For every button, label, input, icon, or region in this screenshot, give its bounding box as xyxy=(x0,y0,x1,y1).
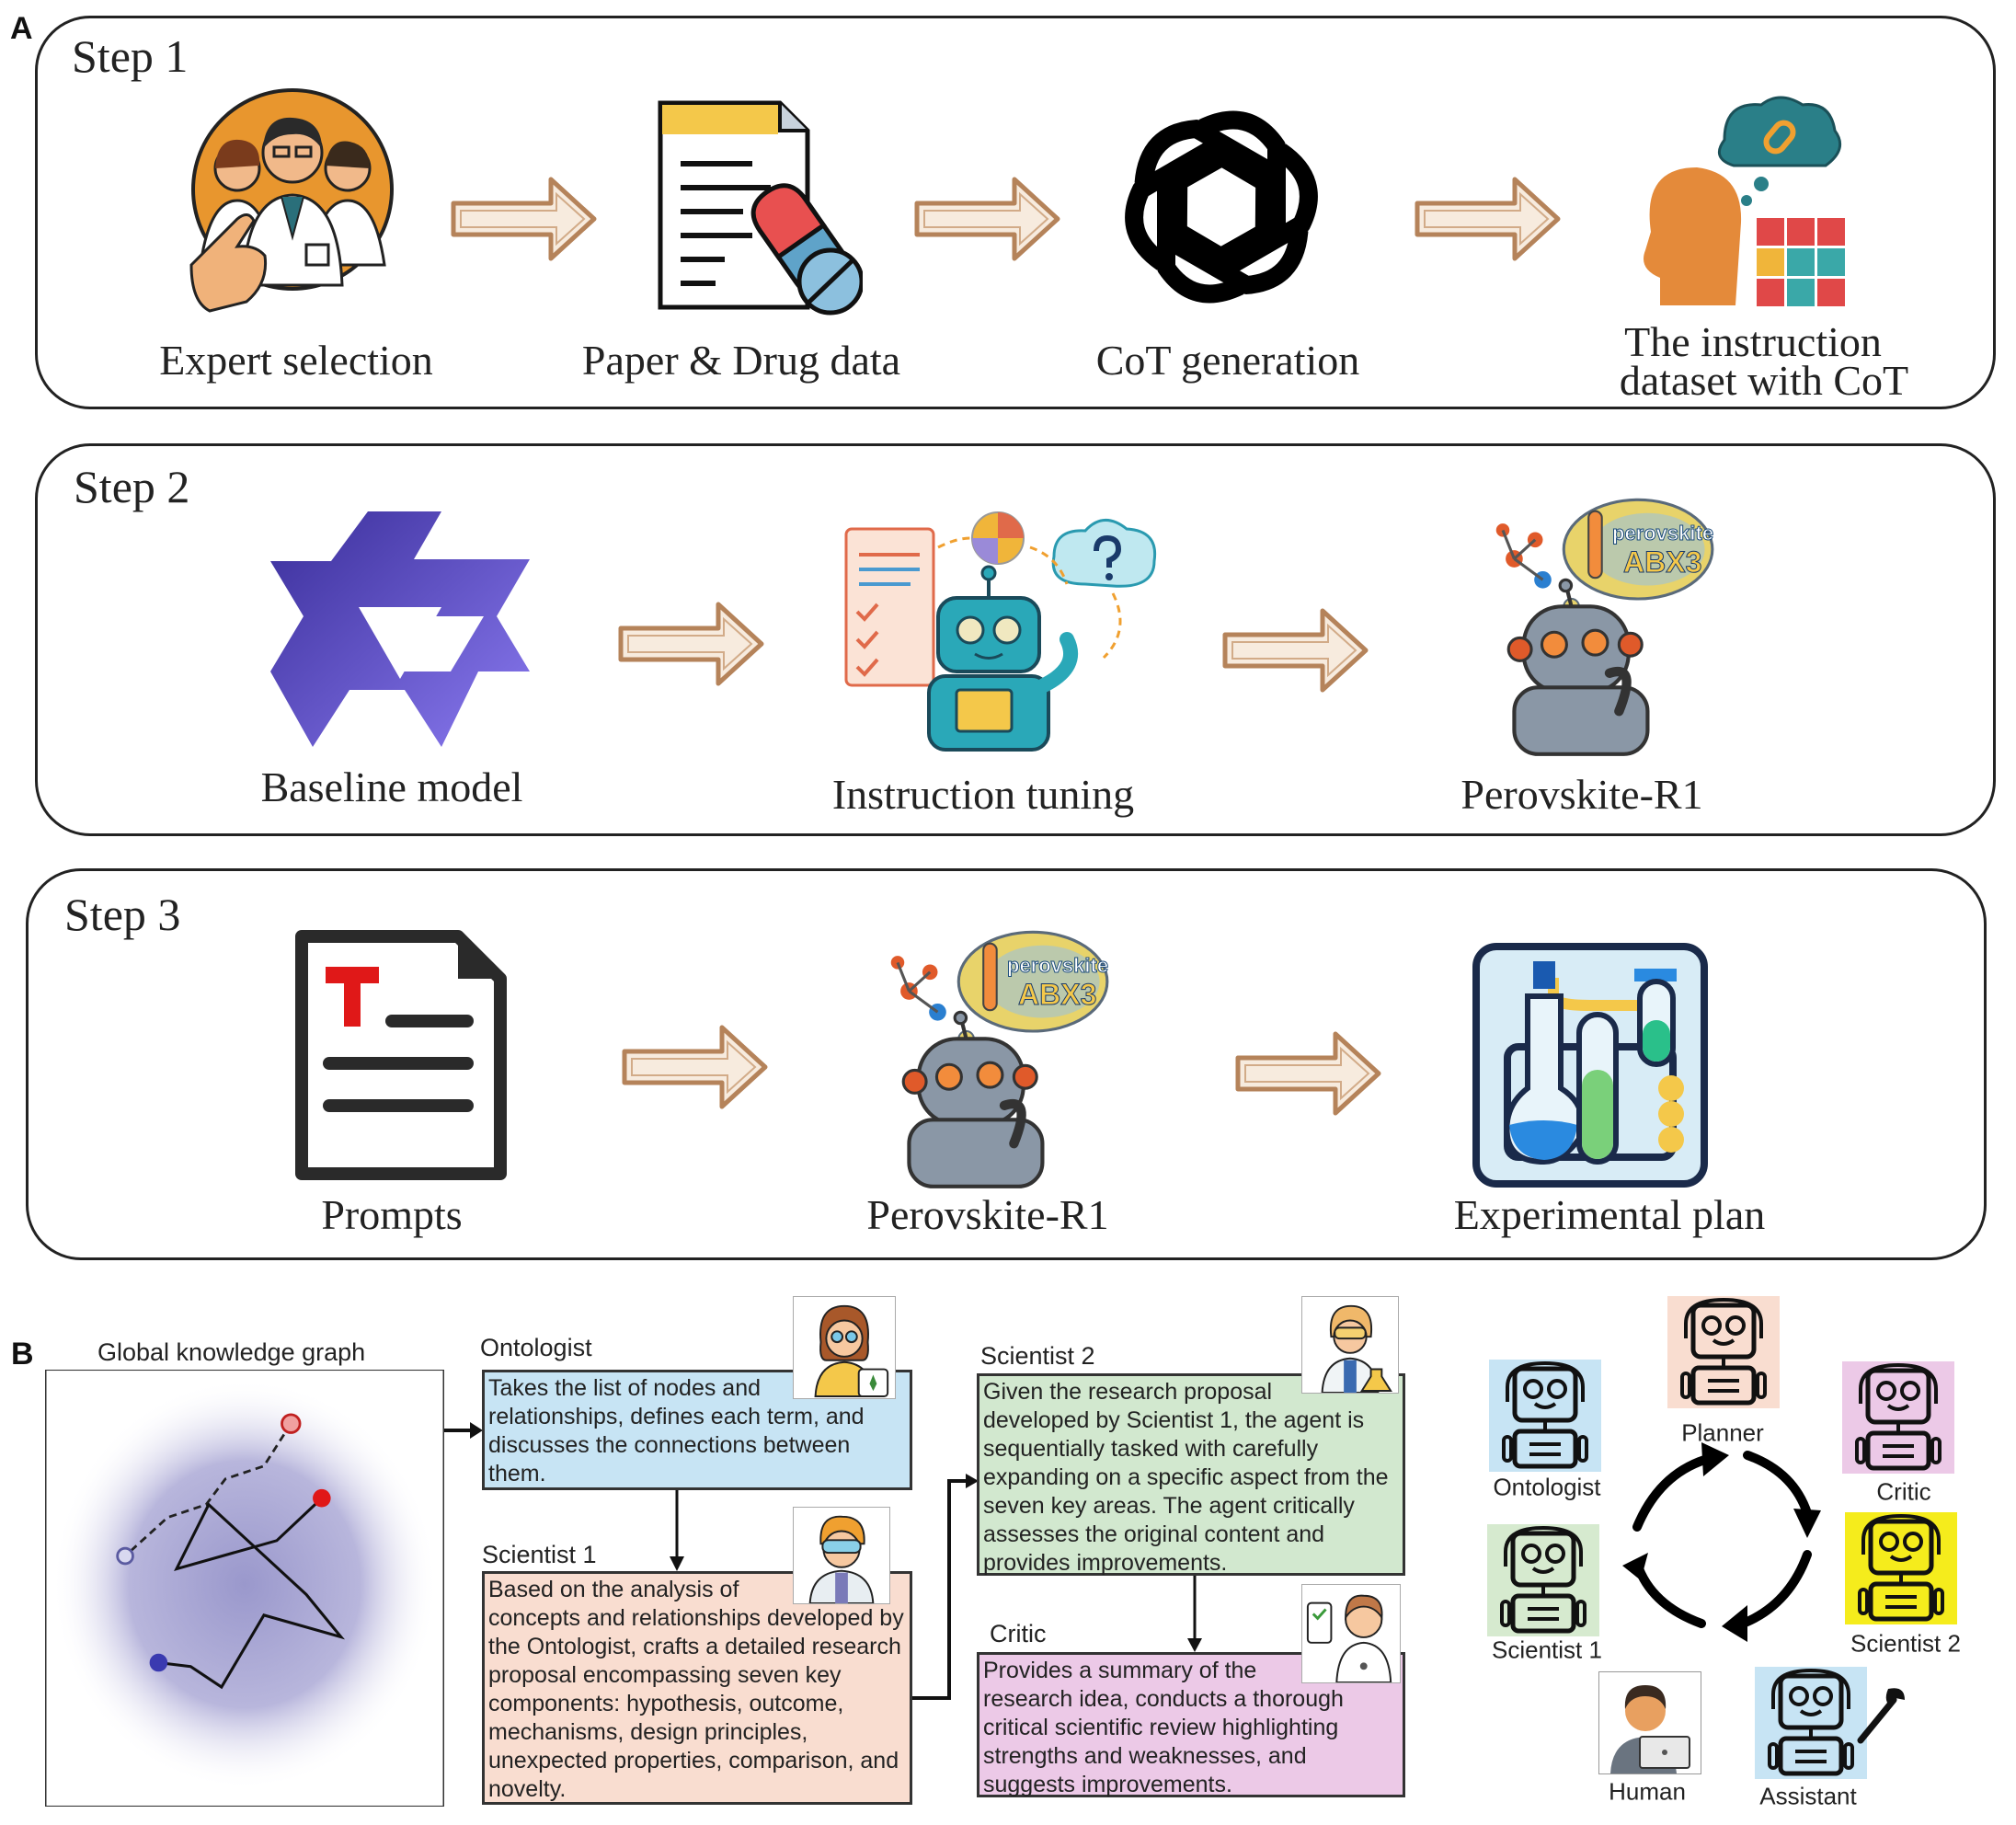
step1-label-expert-selection: Expert selection xyxy=(159,337,433,384)
flow-arrow-icon xyxy=(1234,1028,1382,1119)
step3-box xyxy=(26,868,1987,1260)
flow-arrow-icon xyxy=(621,1022,769,1112)
graph-node xyxy=(149,1653,168,1672)
scientist1-description: Based on the analysis of concepts and re… xyxy=(482,1571,912,1805)
panel-letter-b: B xyxy=(11,1337,34,1372)
ontologist-text: Takes the list of nodes and relationship… xyxy=(488,1375,865,1486)
step1-title: Step 1 xyxy=(72,30,189,82)
graph-node xyxy=(281,1413,302,1434)
dashed-path xyxy=(124,1422,292,1557)
scientist2-text: Given the research proposal developed by… xyxy=(983,1379,1389,1576)
cycle-arrows-icon xyxy=(1622,1442,1821,1642)
ontologist-robot-icon xyxy=(1489,1360,1601,1472)
scientist2-label: Scientist 2 xyxy=(1850,1629,1961,1658)
human-laptop-icon xyxy=(1598,1671,1701,1774)
planner-label: Planner xyxy=(1681,1418,1764,1447)
knowledge-graph xyxy=(45,1370,444,1807)
arrow-down-icon xyxy=(1187,1576,1202,1652)
step3-label-prompts: Prompts xyxy=(321,1191,463,1238)
paper-drug-icon xyxy=(658,100,863,316)
document-text-icon xyxy=(295,930,507,1180)
panel-letter-a: A xyxy=(10,11,33,46)
thinking-robot-icon: perovskite ABX3 xyxy=(889,924,1119,1191)
arrow-down-icon xyxy=(670,1490,684,1571)
bubble-text-abx3: ABX3 xyxy=(1017,978,1097,1012)
scientist2-robot-icon xyxy=(1845,1512,1957,1624)
flow-arrow-icon xyxy=(450,174,598,264)
scientist1-text: Based on the analysis of concepts and re… xyxy=(488,1577,904,1802)
step1-label-paper-drug-data: Paper & Drug data xyxy=(581,337,901,384)
flow-arrow-icon xyxy=(1414,174,1562,264)
critic-title: Critic xyxy=(990,1620,1047,1647)
qwen-logo-icon xyxy=(270,511,530,747)
lab-flasks-icon xyxy=(1472,943,1708,1188)
thinking-robot-icon: perovskite ABX3 xyxy=(1495,492,1724,759)
scientist1-avatar-icon xyxy=(793,1507,890,1604)
critic-robot-icon xyxy=(1842,1361,1954,1474)
scientist2-avatar-icon xyxy=(1301,1296,1399,1394)
arrow-to-ontologist-icon xyxy=(444,1422,483,1439)
flow-arrow-icon xyxy=(617,599,765,689)
step3-label-experimental-plan: Experimental plan xyxy=(1453,1191,1766,1238)
graph-node xyxy=(116,1546,134,1566)
flow-arrow-icon xyxy=(1221,605,1369,695)
step3-title: Step 3 xyxy=(64,889,181,940)
expert-team-icon xyxy=(189,88,394,313)
wrench-icon xyxy=(1857,1688,1905,1744)
critic-label: Critic xyxy=(1876,1477,1931,1506)
scientist2-title: Scientist 2 xyxy=(980,1342,1095,1370)
scientist2-description: Given the research proposal developed by… xyxy=(977,1373,1405,1576)
scientist1-label: Scientist 1 xyxy=(1492,1636,1602,1664)
graph-path xyxy=(158,1497,346,1690)
ontologist-avatar-icon xyxy=(793,1296,896,1399)
critic-avatar-icon xyxy=(1301,1584,1401,1683)
assistant-label: Assistant xyxy=(1759,1782,1857,1810)
openai-logo-icon xyxy=(1111,97,1332,317)
head-dataset-icon xyxy=(1644,96,1845,306)
graph-title: Global knowledge graph xyxy=(97,1338,366,1366)
step1-label-cot-generation: CoT generation xyxy=(1095,337,1360,384)
arrow-to-scientist2-icon xyxy=(912,1474,979,1700)
graph-node xyxy=(313,1488,331,1508)
step2-label-perovskite-r1: Perovskite-R1 xyxy=(1460,771,1703,818)
critic-text: Provides a summary of the research idea,… xyxy=(983,1658,1344,1797)
bubble-text-perovskite: perovskite xyxy=(1611,522,1714,545)
step2-label-instruction-tuning: Instruction tuning xyxy=(831,771,1135,818)
human-label: Human xyxy=(1609,1777,1686,1806)
step3-label-perovskite-r1: Perovskite-R1 xyxy=(866,1191,1109,1238)
planner-robot-icon xyxy=(1667,1296,1780,1408)
step1-label-instruction-dataset-line2: dataset with CoT xyxy=(1619,357,1909,404)
bubble-text-perovskite: perovskite xyxy=(1006,954,1109,978)
ontologist-title: Ontologist xyxy=(480,1334,592,1361)
robot-learning-icon xyxy=(844,511,1157,752)
step1-label-instruction-dataset-line1: The instruction xyxy=(1624,318,1882,365)
assistant-robot-icon xyxy=(1755,1667,1867,1779)
scientist1-title: Scientist 1 xyxy=(482,1541,597,1568)
scientist1-robot-icon xyxy=(1487,1524,1599,1636)
flow-arrow-icon xyxy=(913,174,1061,264)
ontologist-label: Ontologist xyxy=(1493,1473,1601,1501)
step2-label-baseline-model: Baseline model xyxy=(260,763,523,810)
step2-box xyxy=(35,443,1996,836)
step1-box xyxy=(35,16,1996,409)
step2-title: Step 2 xyxy=(74,461,190,512)
bubble-text-abx3: ABX3 xyxy=(1622,545,1702,580)
